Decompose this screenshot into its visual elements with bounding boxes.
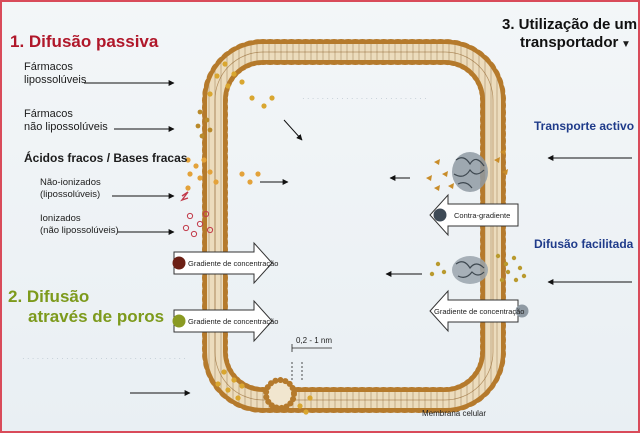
label-ionized-line1: Ionizados [40, 213, 81, 224]
section-title-pore-diffusion-line2: através de poros [28, 307, 165, 326]
background-text: · · · · · · · · · · · · · · · · · · · · … [22, 354, 186, 363]
transporter-protein-facilitated [452, 256, 488, 284]
section-title-transporter-line1: 3. Utilização de um [502, 16, 638, 33]
section-title-passive-diffusion: 1. Difusão passiva [10, 32, 159, 51]
gradient-arrow-1-label: Gradiente de concentração [188, 259, 279, 268]
contra-gradient-arrow [429, 193, 519, 237]
label-weak-acids-bases: Ácidos fracos / Bases fracas [24, 151, 188, 165]
gradient-arrow-1 [172, 241, 273, 285]
label-lipophilic-drugs-line1: Fármacos [24, 61, 73, 73]
section-title-transporter-line2: transportador [520, 34, 619, 51]
label-non-lipophilic-drugs-line2: não lipossolúveis [24, 121, 108, 133]
pore-size-marker [291, 344, 332, 352]
gradient-arrow-3 [429, 289, 529, 333]
label-facilitated-diffusion: Difusão facilitada [534, 237, 634, 251]
pointer-arrows [84, 80, 632, 396]
title-chevron-icon: ▼ [621, 39, 631, 50]
label-non-ionized-line1: Não-ionizados [40, 177, 101, 188]
pore-size-label: 0,2 - 1 nm [296, 336, 333, 345]
label-active-transport: Transporte activo [534, 119, 635, 133]
section-title-pore-diffusion-line1: 2. Difusão [8, 287, 90, 306]
gradient-arrow-3-label: Gradiente de concentração [434, 307, 525, 316]
pore-molecules [215, 369, 313, 415]
gradient-arrow-2 [172, 299, 273, 343]
active-transport-molecules [426, 149, 508, 191]
facilitated-diffusion-molecules [429, 253, 527, 283]
label-non-lipophilic-drugs-line1: Fármacos [24, 108, 73, 120]
lipophilic-drug-molecules [207, 61, 275, 109]
weak-acid-base-molecules [180, 157, 261, 238]
label-lipophilic-drugs-line2: lipossolúveis [24, 74, 87, 86]
membrane-pore [263, 362, 303, 411]
label-non-ionized-line2: (lipossolúveis) [40, 189, 101, 200]
background-text: · · · · · · · · · · · · · · · · · · · · … [302, 94, 427, 103]
transporter-protein-active [452, 152, 488, 192]
gradient-arrow-2-label: Gradiente de concentração [188, 317, 279, 326]
membrane-label: Membrana celular [422, 409, 487, 418]
contra-gradient-arrow-label: Contra-gradiente [454, 211, 511, 220]
label-ionized-line2: (não lipossolúveis) [40, 225, 119, 236]
non-lipophilic-drug-molecules [195, 109, 213, 139]
